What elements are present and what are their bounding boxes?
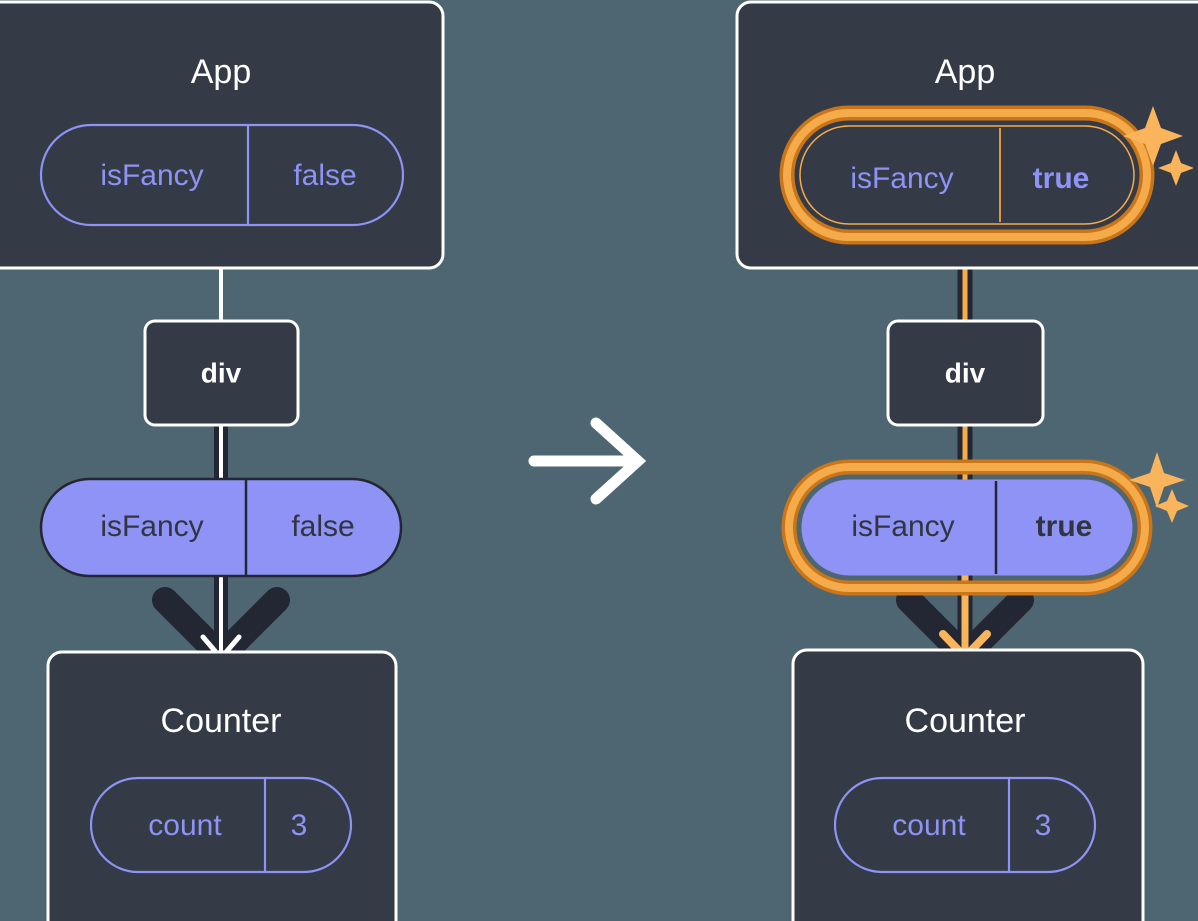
left-counter-pill-value: 3 (291, 809, 308, 842)
left-div-box[interactable]: div (143, 319, 300, 427)
right-prop-sparkle-icon (1129, 452, 1189, 523)
right-prop-pill[interactable]: isFancy true (781, 459, 1153, 596)
right-prop-pill-key: isFancy (851, 510, 954, 543)
right-app-pill-key: isFancy (850, 162, 953, 195)
right-div-title: div (945, 357, 986, 388)
right-counter-pill-key: count (892, 809, 966, 842)
left-div-title: div (201, 357, 242, 388)
left-panel: App isFancy false div isFancy false Coun… (0, 0, 445, 921)
right-counter-title: Counter (905, 702, 1026, 740)
left-app-box[interactable]: App (0, 0, 445, 270)
left-app-pill-value: false (293, 159, 356, 192)
right-app-state-pill[interactable]: isFancy true (779, 105, 1155, 245)
left-app-state-pill[interactable]: isFancy false (39, 123, 405, 227)
left-app-pill-key: isFancy (100, 159, 203, 192)
left-prop-pill-value: false (291, 510, 354, 543)
left-counter-state-pill[interactable]: count 3 (89, 776, 353, 874)
right-prop-pill-value: true (1036, 510, 1093, 543)
right-counter-pill-value: 3 (1035, 809, 1052, 842)
right-counter-state-pill[interactable]: count 3 (833, 776, 1097, 874)
transition-arrow-right-icon (528, 417, 647, 505)
left-counter-pill-key: count (148, 809, 222, 842)
left-prop-pill-key: isFancy (100, 510, 203, 543)
left-app-title: App (191, 53, 252, 91)
left-prop-pill[interactable]: isFancy false (39, 477, 403, 578)
left-counter-box[interactable]: Counter (46, 650, 398, 921)
right-app-sparkle-icon (1123, 106, 1194, 186)
left-arrow-pill-to-counter (152, 565, 290, 669)
right-div-box[interactable]: div (886, 319, 1045, 427)
right-counter-box[interactable]: Counter (791, 648, 1145, 921)
left-counter-title: Counter (161, 702, 282, 740)
right-panel: App isFancy true div (735, 0, 1198, 921)
right-app-title: App (935, 53, 996, 91)
right-app-pill-value: true (1033, 162, 1090, 195)
